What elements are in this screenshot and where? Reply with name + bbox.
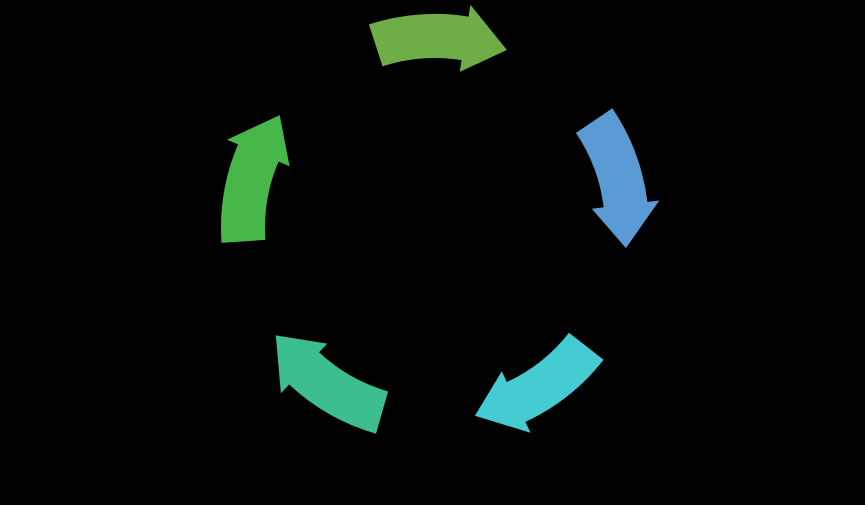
cycle-arrow-bottom-left-icon xyxy=(275,335,389,434)
cycle-arrow-top-icon xyxy=(368,4,507,72)
cycle-arrow-right-icon xyxy=(575,108,660,249)
cycle-arrow-bottom-right-icon xyxy=(474,332,604,433)
cycle-arrow-left-icon xyxy=(220,115,290,243)
